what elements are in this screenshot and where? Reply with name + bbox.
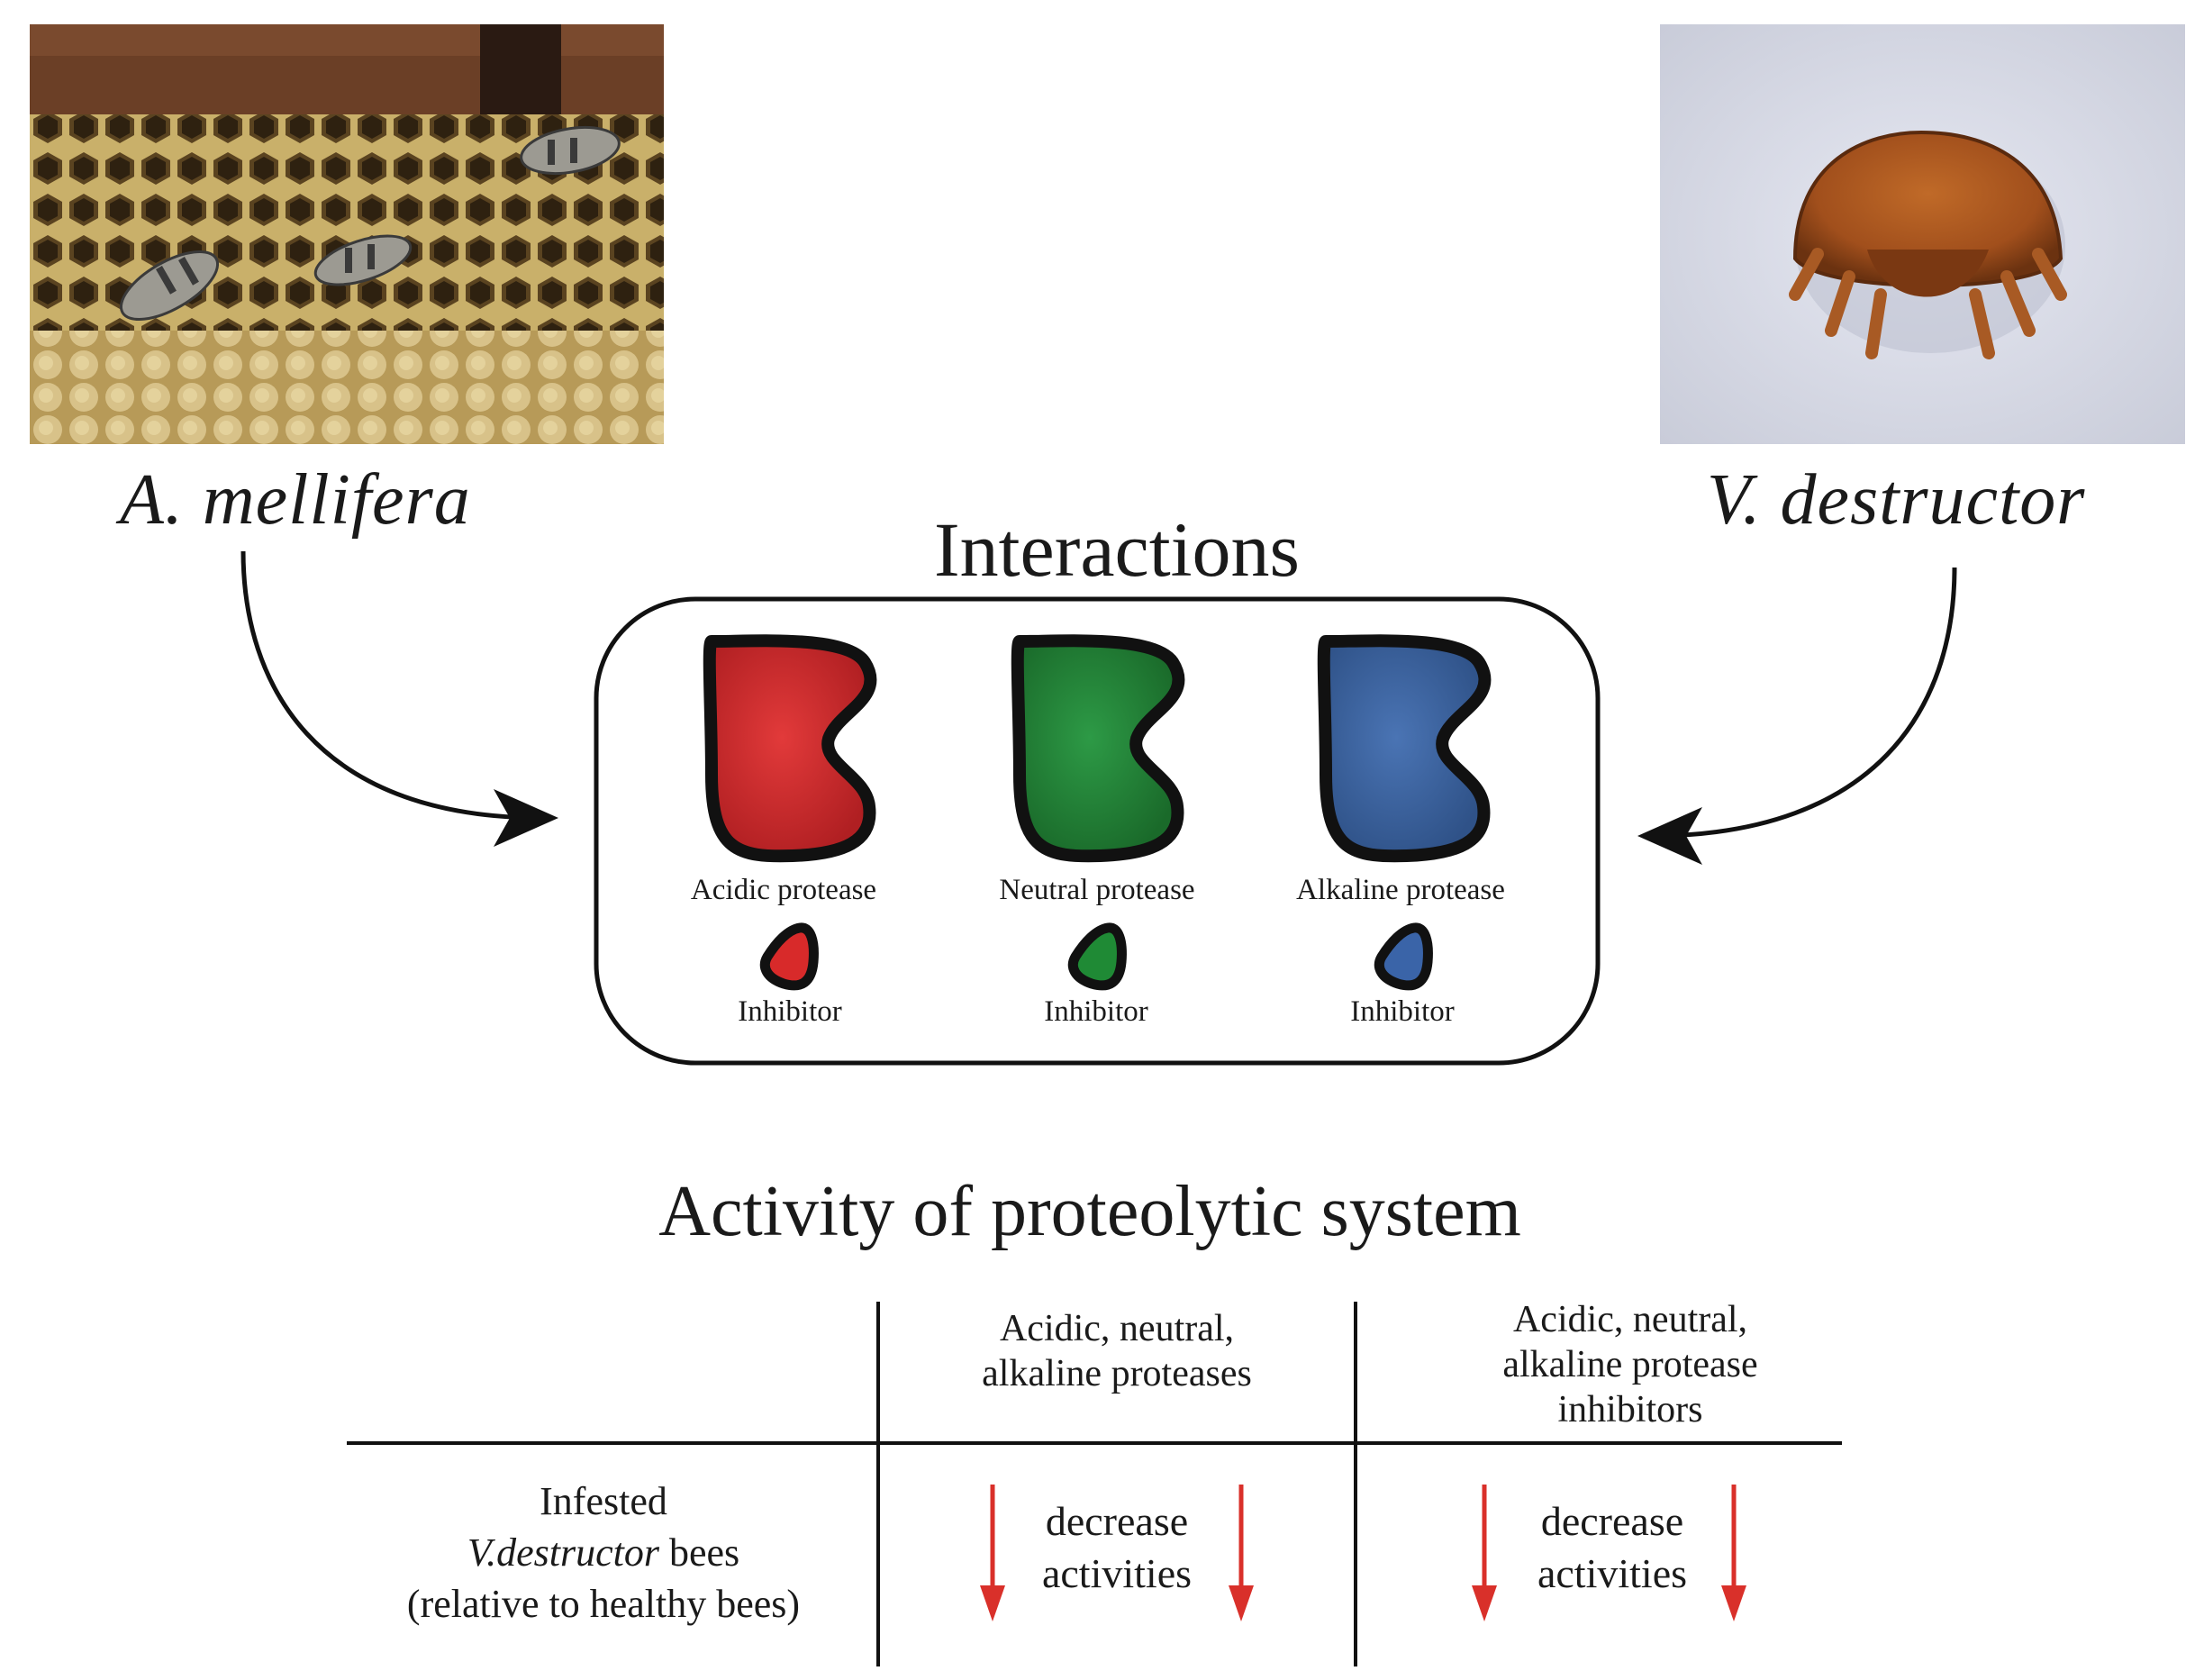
alkaline-protease-label: Alkaline protease: [1296, 874, 1505, 906]
activity-title: Activity of proteolytic system: [658, 1172, 1521, 1251]
acidic-protease-shape: [703, 634, 877, 863]
varroa-mite-photo: [1660, 24, 2185, 444]
interactions-box: [594, 596, 1601, 1066]
neutral-inhibitor-label: Inhibitor: [1044, 995, 1148, 1028]
arrow-left-to-box: [240, 550, 537, 821]
neutral-inhibitor-shape: [1067, 922, 1127, 991]
alkaline-inhibitor-label: Inhibitor: [1350, 995, 1455, 1028]
effect-proteases: decrease activities: [1000, 1495, 1234, 1600]
header-inhibitors-line1: Acidic, neutral,: [1512, 1299, 1748, 1340]
row-label-infested: Infested V.destructor bees (relative to …: [342, 1476, 865, 1630]
alkaline-protease-shape: [1317, 634, 1492, 863]
effect-inhibitors-line2: activities: [1537, 1550, 1688, 1596]
arrow-right-to-box: [1656, 567, 1957, 839]
arrowhead-right: [1637, 807, 1702, 865]
row-label-line3: (relative to healthy bees): [406, 1582, 801, 1626]
species-label-left: A. mellifera: [120, 460, 471, 540]
acidic-protease-label: Acidic protease: [690, 874, 877, 906]
interactions-title: Interactions: [934, 506, 1300, 593]
header-inhibitors-line3: inhibitors: [1557, 1389, 1703, 1430]
effect-proteases-line2: activities: [1041, 1550, 1193, 1596]
species-label-right: V. destructor: [1707, 460, 2086, 540]
neutral-protease-shape: [1011, 634, 1185, 863]
header-proteases: Acidic, neutral, alkaline proteases: [901, 1306, 1333, 1396]
row-label-line2: V.destructor bees: [342, 1527, 865, 1578]
row-label-species: V.destructor: [467, 1530, 659, 1575]
alkaline-inhibitor-shape: [1374, 922, 1433, 991]
header-proteases-line1: Acidic, neutral,: [999, 1308, 1235, 1349]
acidic-inhibitor-label: Inhibitor: [738, 995, 842, 1028]
red-down-arrows: [980, 1485, 1746, 1621]
effect-proteases-line1: decrease: [1045, 1498, 1189, 1544]
header-inhibitors: Acidic, neutral, alkaline protease inhib…: [1387, 1297, 1873, 1432]
acidic-inhibitor-shape: [759, 922, 819, 991]
honeybee-photo: [30, 24, 664, 444]
row-label-bees: bees: [658, 1530, 740, 1575]
arrowhead-left: [494, 789, 558, 847]
row-label-line1: Infested: [540, 1479, 667, 1523]
neutral-protease-label: Neutral protease: [999, 874, 1195, 906]
effect-inhibitors: decrease activities: [1495, 1495, 1729, 1600]
header-inhibitors-line2: alkaline protease: [1502, 1344, 1758, 1385]
header-proteases-line2: alkaline proteases: [982, 1353, 1252, 1394]
effect-inhibitors-line1: decrease: [1540, 1498, 1684, 1544]
